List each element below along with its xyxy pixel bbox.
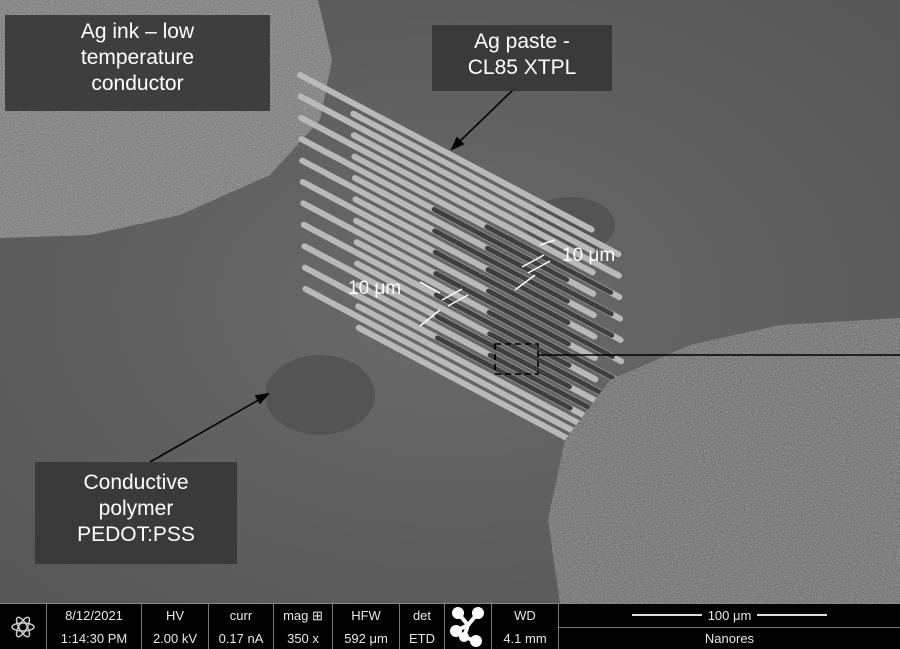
hfw-value: 592 μm xyxy=(344,630,388,646)
label-line: Conductive xyxy=(83,471,189,494)
date: 8/12/2021 xyxy=(65,607,123,623)
label-line: Ag paste - xyxy=(474,30,570,53)
pedot-coated-segment xyxy=(432,228,570,304)
sem-databar: 8/12/2021 1:14:30 PM HV 2.00 kV curr 0.17 n… xyxy=(0,603,900,649)
hv-cell: HV 2.00 kV xyxy=(142,604,209,649)
hv-value: 2.00 kV xyxy=(152,630,198,646)
curr-cell: curr 0.17 nA xyxy=(209,604,274,649)
curr-value: 0.17 nA xyxy=(218,630,264,646)
electrode-fingers xyxy=(297,72,627,472)
electrode-finger xyxy=(350,110,622,258)
pedot-coated-segment xyxy=(433,292,572,368)
label-line: temperature xyxy=(80,46,195,69)
label-line: Ag ink – low xyxy=(80,20,195,43)
molecule-logo-icon xyxy=(445,604,492,649)
dimension-markers xyxy=(419,239,556,327)
scale-value: 100 μm xyxy=(707,607,752,623)
ag-paste-pad xyxy=(548,318,900,603)
gap-dimension-right: 10 μm xyxy=(562,245,616,266)
annotation-arrows xyxy=(149,87,900,463)
mag-cell: mag ⊞ 350 x xyxy=(274,604,333,649)
label-line: conductor xyxy=(91,72,184,95)
polymer-label: Conductive polymer PEDOT:PSS xyxy=(35,462,237,564)
det-value: ETD xyxy=(409,630,435,646)
pedot-coated-segment xyxy=(486,288,615,360)
electrode-finger xyxy=(297,93,596,254)
label-line: PEDOT:PSS xyxy=(77,523,195,546)
electrode-finger xyxy=(297,72,595,233)
wd-cell: WD 4.1 mm xyxy=(492,604,559,649)
pedot-coated-segment xyxy=(431,206,570,283)
wd-value: 4.1 mm xyxy=(503,630,547,646)
electrode-finger xyxy=(298,114,596,276)
electrode-finger xyxy=(350,132,622,279)
pedot-coated-segment xyxy=(486,309,616,381)
hfw-label: HFW xyxy=(351,607,381,623)
time: 1:14:30 PM xyxy=(60,630,128,646)
wd-label: WD xyxy=(514,607,536,623)
label-line: CL85 XTPL xyxy=(467,56,577,79)
datetime-cell: 8/12/2021 1:14:30 PM xyxy=(47,604,142,649)
hv-label: HV xyxy=(165,607,185,623)
ag-paste-label: Ag paste - CL85 XTPL xyxy=(432,25,612,91)
electrode-finger xyxy=(302,286,601,447)
curr-label: curr xyxy=(229,607,253,623)
pedot-coated-segment xyxy=(485,267,615,338)
zoom-region-marker xyxy=(494,343,539,375)
pedot-coated-segment xyxy=(484,224,614,295)
pedot-coated-segment xyxy=(433,271,571,347)
scale-bar: 100 μm xyxy=(559,604,900,628)
lab-name: Nanores xyxy=(704,631,755,647)
pedot-coated-segment xyxy=(484,245,614,317)
scale-cell: 100 μm Nanores xyxy=(559,604,900,649)
hfw-cell: HFW 592 μm xyxy=(333,604,400,649)
atom-icon xyxy=(0,604,47,649)
pedot-coated-segment xyxy=(434,335,573,411)
pedot-coated-segment xyxy=(432,249,571,325)
gap-dimension-left: 10 μm xyxy=(348,278,402,299)
ag-ink-label: Ag ink – low temperature conductor xyxy=(5,15,270,111)
det-label: det xyxy=(412,607,432,623)
mag-value: 350 x xyxy=(287,630,319,646)
pedot-pss-blob xyxy=(265,355,375,435)
pedot-coated-segment xyxy=(434,313,572,390)
label-line: polymer xyxy=(98,497,174,520)
mag-label: mag xyxy=(283,607,309,623)
grid-icon: ⊞ xyxy=(312,607,323,623)
